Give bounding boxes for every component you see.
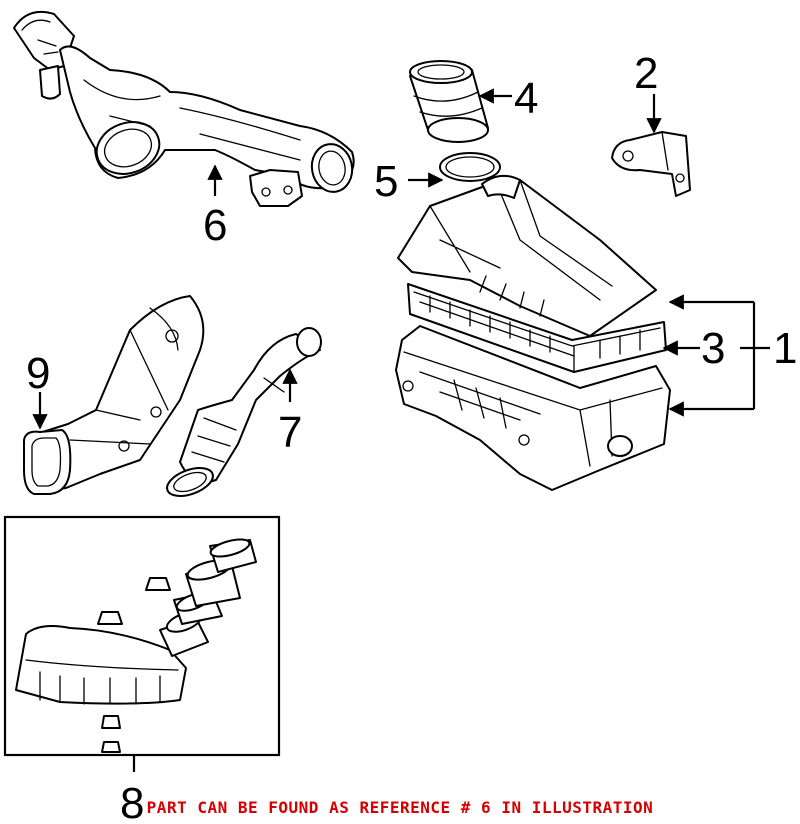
intake-duct-part-6 (13, 10, 355, 207)
callout-6: 6 (203, 201, 227, 250)
air-cleaner-assembly-part-1 (395, 174, 671, 491)
sensor-housing-part-4 (409, 60, 489, 143)
mounting-bracket-part-2 (611, 131, 691, 197)
air-inlet-duct-part-9 (23, 295, 205, 495)
leader-lines (32, 88, 770, 772)
callout-8: 8 (120, 779, 144, 824)
callout-numbers: 2 4 5 6 3 1 9 7 8 (26, 49, 797, 824)
callout-9: 9 (26, 349, 50, 398)
reference-note: PART CAN BE FOUND AS REFERENCE # 6 IN IL… (146, 798, 654, 817)
callout-4: 4 (514, 74, 538, 123)
callout-5: 5 (374, 157, 398, 206)
part-8-inset-box (3, 515, 281, 757)
callout-2: 2 (634, 49, 658, 98)
callout-3: 3 (701, 324, 725, 373)
seal-ring-part-5 (439, 152, 501, 182)
callout-7: 7 (278, 408, 302, 457)
callout-1: 1 (773, 324, 797, 373)
